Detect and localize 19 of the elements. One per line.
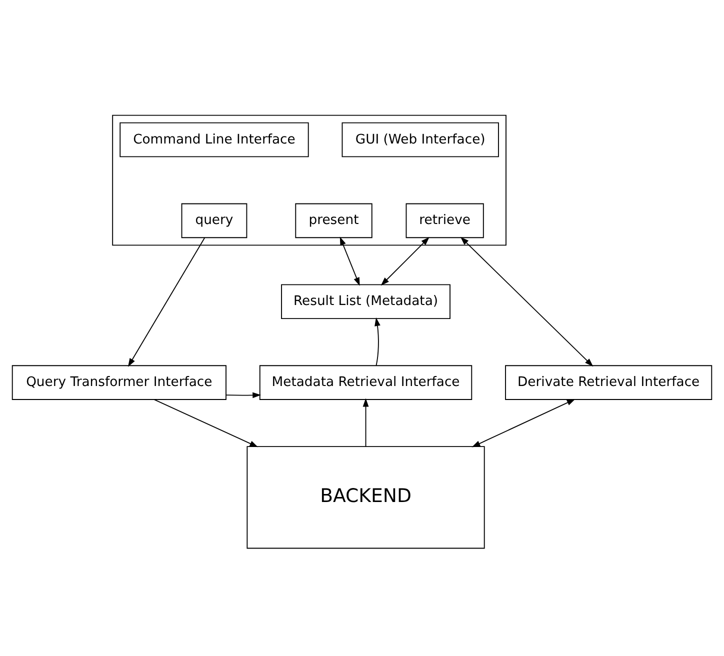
arrow: [128, 237, 206, 367]
node-box: BACKEND: [246, 446, 485, 549]
node-box: Derivate Retrieval Interface: [505, 365, 712, 400]
arrow: [340, 236, 360, 286]
node-box: present: [295, 203, 372, 238]
node-box: Result List (Metadata): [281, 284, 450, 320]
node-box: retrieve: [406, 203, 484, 238]
arrow: [380, 237, 430, 286]
arrow: [374, 318, 380, 366]
node-box: Query Transformer Interface: [12, 365, 226, 400]
node-box: Metadata Retrieval Interface: [259, 365, 472, 400]
arrow: [154, 399, 258, 448]
node-box: Command Line Interface: [120, 122, 309, 158]
arrow: [226, 392, 262, 398]
node-box: query: [181, 203, 248, 238]
arrow: [362, 398, 369, 448]
arrow: [460, 236, 594, 367]
arrow: [472, 399, 576, 448]
node-box: GUI (Web Interface): [342, 122, 499, 158]
